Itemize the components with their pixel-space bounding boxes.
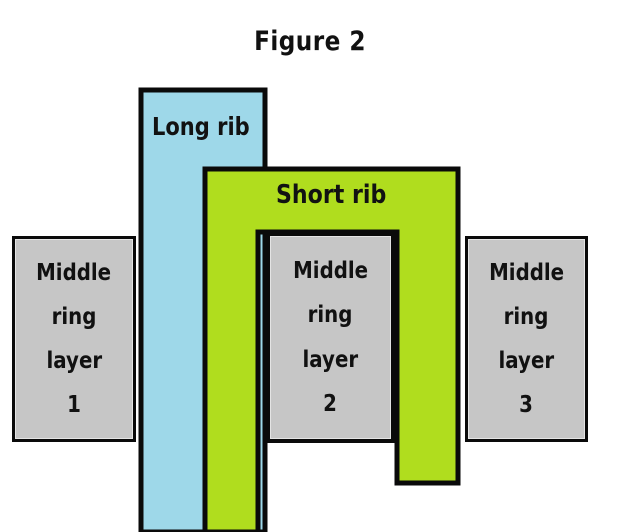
ring-layer-1-line-3: layer — [46, 348, 102, 374]
ring-layer-1-line-1: Middle — [36, 259, 112, 286]
ring-layer-1-line-4: 1 — [67, 392, 81, 419]
ring-layer-1-line-2: ring — [51, 303, 97, 330]
ring-layer-2-line-2: ring — [308, 302, 353, 329]
ring-layer-2-line-4: 2 — [323, 390, 338, 417]
short-rib-label: Short rib — [276, 180, 387, 210]
figure-title: Figure 2 — [254, 26, 366, 57]
middle-ring-layer-2-box: Middle ring layer 2 — [266, 232, 395, 443]
ring-layer-2-line-1: Middle — [293, 258, 368, 285]
ring-layer-3-line-2: ring — [504, 303, 549, 330]
ring-layer-3-line-1: Middle — [489, 259, 564, 286]
long-rib-label: Long rib — [152, 112, 250, 141]
ring-layer-2-line-3: layer — [302, 346, 359, 373]
middle-ring-layer-1-box: Middle ring layer 1 — [12, 236, 136, 442]
ring-layer-3-line-4: 3 — [519, 392, 534, 419]
middle-ring-layer-3-box: Middle ring layer 3 — [465, 236, 588, 442]
short-rib-shape — [202, 166, 461, 532]
ring-layer-3-line-3: layer — [498, 348, 555, 374]
